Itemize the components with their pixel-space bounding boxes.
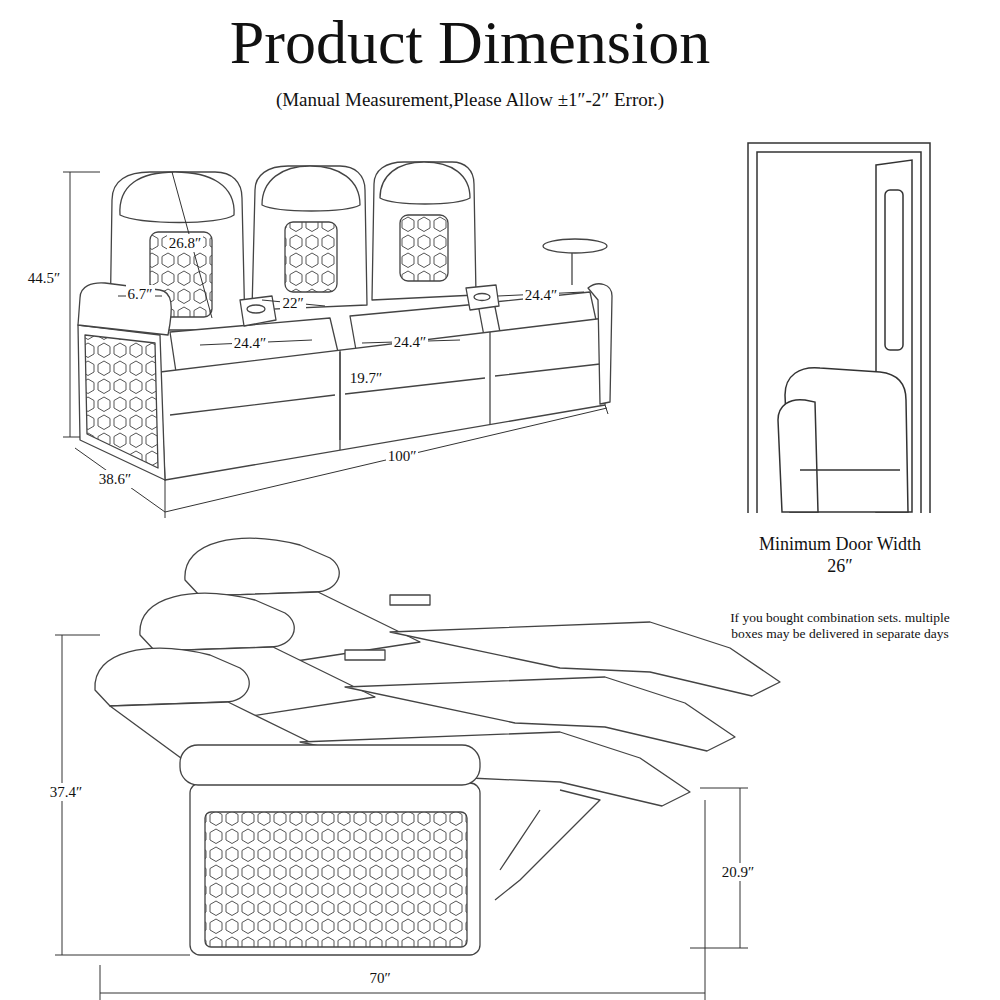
dimension-label: 22″ (280, 294, 305, 312)
dimension-label: 24.4″ (392, 333, 429, 351)
tray-stem (571, 250, 572, 285)
delivery-note: If you bought combination sets. multiple… (716, 610, 965, 642)
dimension-label: 70″ (367, 969, 392, 987)
console (466, 285, 499, 310)
arm-pad (180, 745, 480, 785)
armrest (78, 283, 171, 335)
dimension-lines (55, 635, 748, 1000)
sofa-side-view (95, 538, 780, 955)
side-panel (78, 325, 165, 480)
arm-body (190, 783, 480, 955)
dimension-label: 6.7″ (126, 285, 155, 303)
tray-table (543, 239, 607, 253)
dimension-lines (63, 172, 608, 518)
subtitle: (Manual Measurement,Please Allow ±1″-2″ … (274, 89, 666, 112)
hex-panel (205, 812, 467, 947)
backrest (252, 166, 367, 310)
hex-panel (85, 335, 158, 468)
seat-divider (339, 350, 340, 450)
dimension-label: 38.6″ (97, 470, 134, 488)
door-width-note: Minimum Door Width 26″ (751, 534, 930, 577)
armrest (588, 284, 612, 404)
dimension-label: 100″ (386, 447, 419, 465)
dimension-label: 24.4″ (232, 334, 269, 352)
dimension-label: 19.7″ (348, 369, 385, 387)
dimension-label: 24.4″ (523, 286, 560, 304)
cup-holder (474, 294, 490, 301)
dimension-label: 20.9″ (720, 863, 757, 881)
footrest-line (170, 364, 600, 415)
dimension-label: 44.5″ (26, 269, 63, 287)
headrest (380, 162, 470, 204)
seat-front (160, 318, 605, 480)
door-figure (748, 143, 930, 513)
dimension-label: 26.8″ (167, 234, 204, 252)
backrest (372, 162, 476, 300)
sofa-front-view (78, 162, 612, 480)
headrest (120, 172, 234, 223)
dimension-label: 37.4″ (48, 783, 85, 801)
hex-inset (400, 215, 448, 281)
diagram-title: Product Dimension (228, 5, 712, 79)
headrest (262, 166, 360, 211)
hex-inset (285, 222, 337, 292)
cup-holder (247, 305, 265, 313)
seat-divider (489, 332, 490, 425)
